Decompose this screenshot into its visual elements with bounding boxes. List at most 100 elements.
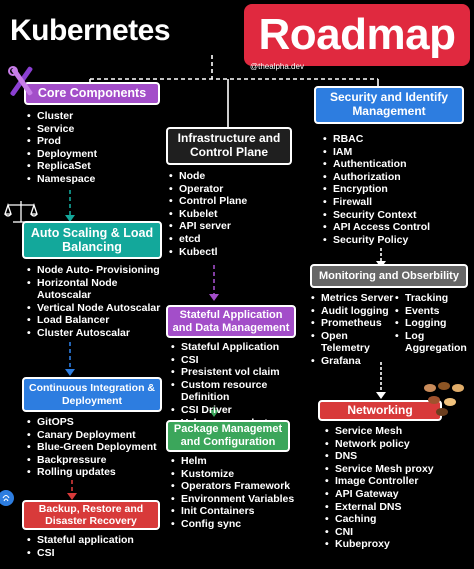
- list-item: Presistent vol claim: [170, 366, 280, 379]
- list-item: GitOPS: [26, 416, 157, 429]
- page-title: Kubernetes: [10, 14, 171, 47]
- section-stateful-header: Stateful Application and Data Management: [166, 305, 296, 338]
- section-backup-header: Backup, Restore and Disaster Recovery: [22, 500, 160, 530]
- list-item: Audit logging: [310, 305, 393, 318]
- list-item: Canary Deployment: [26, 429, 157, 442]
- list-item: RBAC: [322, 133, 430, 146]
- list-item: CSI Driver: [170, 404, 280, 417]
- list-item: Logging: [394, 317, 467, 330]
- list-item: Kubeproxy: [324, 538, 434, 551]
- ci-cd-list: GitOPS Canary Deployment Blue-Green Depl…: [26, 416, 157, 479]
- list-item: Blue-Green Deployment: [26, 441, 157, 454]
- list-item: Events: [394, 305, 467, 318]
- list-item: Rolling updates: [26, 466, 157, 479]
- list-item: Metrics Server: [310, 292, 393, 305]
- section-title: Security and Identify Management: [329, 90, 449, 118]
- section-title: Package Managemet and Configuration: [173, 423, 283, 448]
- list-item: External DNS: [324, 501, 434, 514]
- list-item: Custom resource: [170, 379, 280, 392]
- list-item: etcd: [168, 233, 247, 246]
- list-item: CNI: [324, 526, 434, 539]
- core-components-list: Cluster Service Prod Deployment ReplicaS…: [26, 110, 97, 186]
- tools-icon: [8, 66, 33, 96]
- list-item: Operator: [168, 183, 247, 196]
- list-item: Config sync: [170, 518, 294, 531]
- list-item: Control Plane: [168, 195, 247, 208]
- list-item: Open: [310, 330, 393, 343]
- list-item: Init Containers: [170, 505, 294, 518]
- list-item: IAM: [322, 146, 430, 159]
- infrastructure-list: Node Operator Control Plane Kubelet API …: [168, 170, 247, 258]
- monitoring-list-right: Tracking Events Logging Log Aggregation: [394, 292, 467, 355]
- list-item: Helm: [170, 455, 294, 468]
- section-title: Infrastructure and Control Plane: [177, 131, 281, 159]
- list-item: Kustomize: [170, 468, 294, 481]
- list-item: CSI: [26, 547, 134, 560]
- section-networking-header: Networking: [318, 400, 442, 421]
- section-title: Monitoring and Obserbility: [319, 269, 459, 282]
- list-item: API Access Control: [322, 221, 430, 234]
- section-title: Networking: [347, 402, 413, 417]
- list-item: DNS: [324, 450, 434, 463]
- list-item: Namespace: [26, 173, 97, 186]
- list-item: ReplicaSet: [26, 160, 97, 173]
- section-title: Core Components: [37, 86, 147, 101]
- list-item: Authentication: [322, 158, 430, 171]
- list-item: Deployment: [26, 148, 97, 161]
- section-ci-cd-header: Continuous Integration & Deployment: [22, 377, 162, 412]
- list-item: CSI: [170, 354, 280, 367]
- list-item: Vertical Node Autoscalar: [26, 302, 160, 315]
- section-title: Auto Scaling & Load Balancing: [30, 225, 154, 254]
- list-item: Environment Variables: [170, 493, 294, 506]
- list-item: API Gateway: [324, 488, 434, 501]
- section-title: Stateful Application and Data Management: [172, 308, 290, 334]
- list-item: Security Policy: [322, 234, 430, 247]
- list-item: Kubelet: [168, 208, 247, 221]
- list-item: Security Context: [322, 209, 430, 222]
- list-item: Autoscalar: [37, 289, 92, 302]
- list-item: Aggregation: [405, 342, 467, 355]
- list-item: Horizontal Node: [26, 277, 160, 290]
- list-item: Log: [394, 330, 467, 343]
- backup-list: Stateful application CSI: [26, 534, 134, 559]
- list-item: Cluster Autoscalar: [26, 327, 160, 340]
- section-monitoring-header: Monitoring and Obserbility: [310, 264, 468, 288]
- package-list: Helm Kustomize Operators Framework Envir…: [170, 455, 294, 531]
- list-item: Stateful Application: [170, 341, 280, 354]
- list-item: Service Mesh: [324, 425, 434, 438]
- section-security-header: Security and Identify Management: [314, 86, 464, 124]
- list-item: Caching: [324, 513, 434, 526]
- list-item: Service Mesh proxy: [324, 463, 434, 476]
- list-item: Load Balancer: [26, 314, 160, 327]
- list-item: Cluster: [26, 110, 97, 123]
- list-item: Node: [168, 170, 247, 183]
- list-item: Firewall: [322, 196, 430, 209]
- list-item: Prod: [26, 135, 97, 148]
- hands-icon: [424, 382, 464, 416]
- security-list: RBAC IAM Authentication Authorization En…: [322, 133, 430, 246]
- scale-icon: [4, 201, 38, 223]
- author-handle: @thealpha.dev: [250, 62, 304, 71]
- list-item: Prometheus: [310, 317, 393, 330]
- list-item: Encryption: [322, 183, 430, 196]
- list-item: Backpressure: [26, 454, 157, 467]
- section-core-components-header: Core Components: [24, 82, 160, 105]
- section-title: Continuous Integration & Deployment: [29, 382, 155, 407]
- monitoring-list-left: Metrics Server Audit logging Prometheus …: [310, 292, 393, 368]
- roadmap-badge: Roadmap: [244, 4, 470, 66]
- list-item: Node Auto- Provisioning: [26, 264, 160, 277]
- list-item: Kubectl: [168, 246, 247, 259]
- stateful-list: Stateful Application CSI Presistent vol …: [170, 341, 280, 429]
- list-item: Stateful application: [26, 534, 134, 547]
- list-item: Authorization: [322, 171, 430, 184]
- networking-list: Service Mesh Network policy DNS Service …: [324, 425, 434, 551]
- list-item: Operators Framework: [170, 480, 294, 493]
- list-item: Grafana: [310, 355, 393, 368]
- roadmap-badge-label: Roadmap: [258, 10, 456, 59]
- auto-scaling-list: Node Auto- Provisioning Horizontal Node …: [26, 264, 160, 340]
- section-infrastructure-header: Infrastructure and Control Plane: [166, 127, 292, 165]
- section-title: Backup, Restore and Disaster Recovery: [38, 502, 144, 527]
- section-auto-scaling-header: Auto Scaling & Load Balancing: [22, 221, 162, 259]
- list-item: Service: [26, 123, 97, 136]
- list-item: Network policy: [324, 438, 434, 451]
